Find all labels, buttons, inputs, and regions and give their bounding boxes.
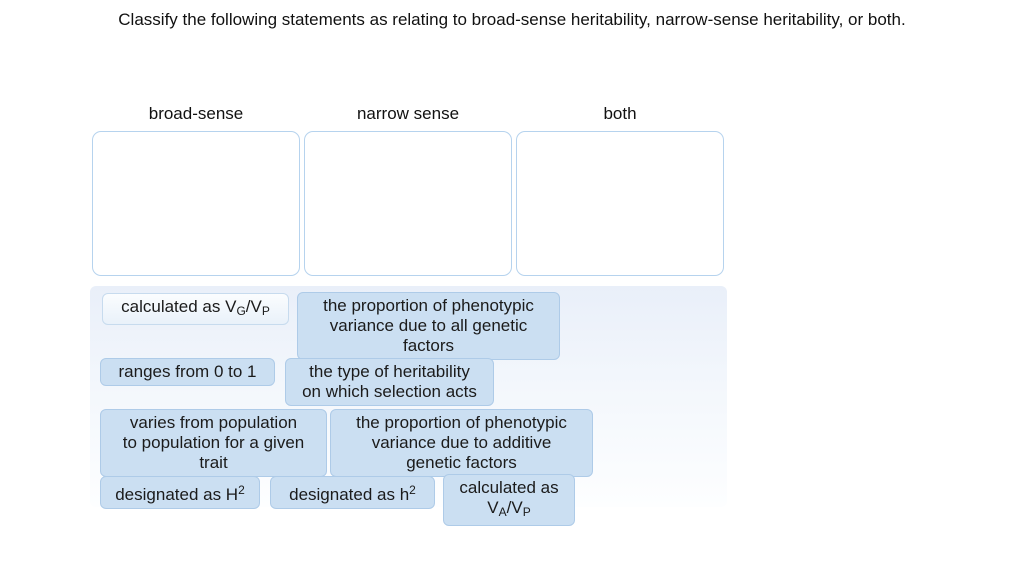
tile-proportion-additive-genetic[interactable]: the proportion of phenotypic variance du… — [330, 409, 593, 477]
drop-zone-broad-sense[interactable] — [92, 131, 300, 276]
tile-ranges-from-0-to-1[interactable]: ranges from 0 to 1 — [100, 358, 275, 386]
tile-varies-from-population[interactable]: varies from population to population for… — [100, 409, 327, 477]
tile-calculated-as-va-vp[interactable]: calculated as VA/VP — [443, 474, 575, 526]
drop-zone-both[interactable] — [516, 131, 724, 276]
drop-zone-narrow-sense[interactable] — [304, 131, 512, 276]
tile-proportion-all-genetic[interactable]: the proportion of phenotypic variance du… — [297, 292, 560, 360]
column-label-narrow-sense: narrow sense — [356, 104, 460, 123]
column-label-broad-sense: broad-sense — [148, 104, 244, 123]
tile-calculated-as-vg-vp[interactable]: calculated as VG/VP — [102, 293, 289, 325]
column-label-both: both — [603, 104, 637, 123]
tile-designated-as-H2[interactable]: designated as H2 — [100, 476, 260, 509]
drop-zones-row — [92, 131, 724, 276]
question-text: Classify the following statements as rel… — [118, 10, 906, 29]
column-labels-row: broad-sense narrow sense both — [92, 104, 724, 124]
tile-type-selection-acts[interactable]: the type of heritability on which select… — [285, 358, 494, 406]
tile-designated-as-h2[interactable]: designated as h2 — [270, 476, 435, 509]
answer-bank: calculated as VG/VP the proportion of ph… — [90, 286, 727, 526]
